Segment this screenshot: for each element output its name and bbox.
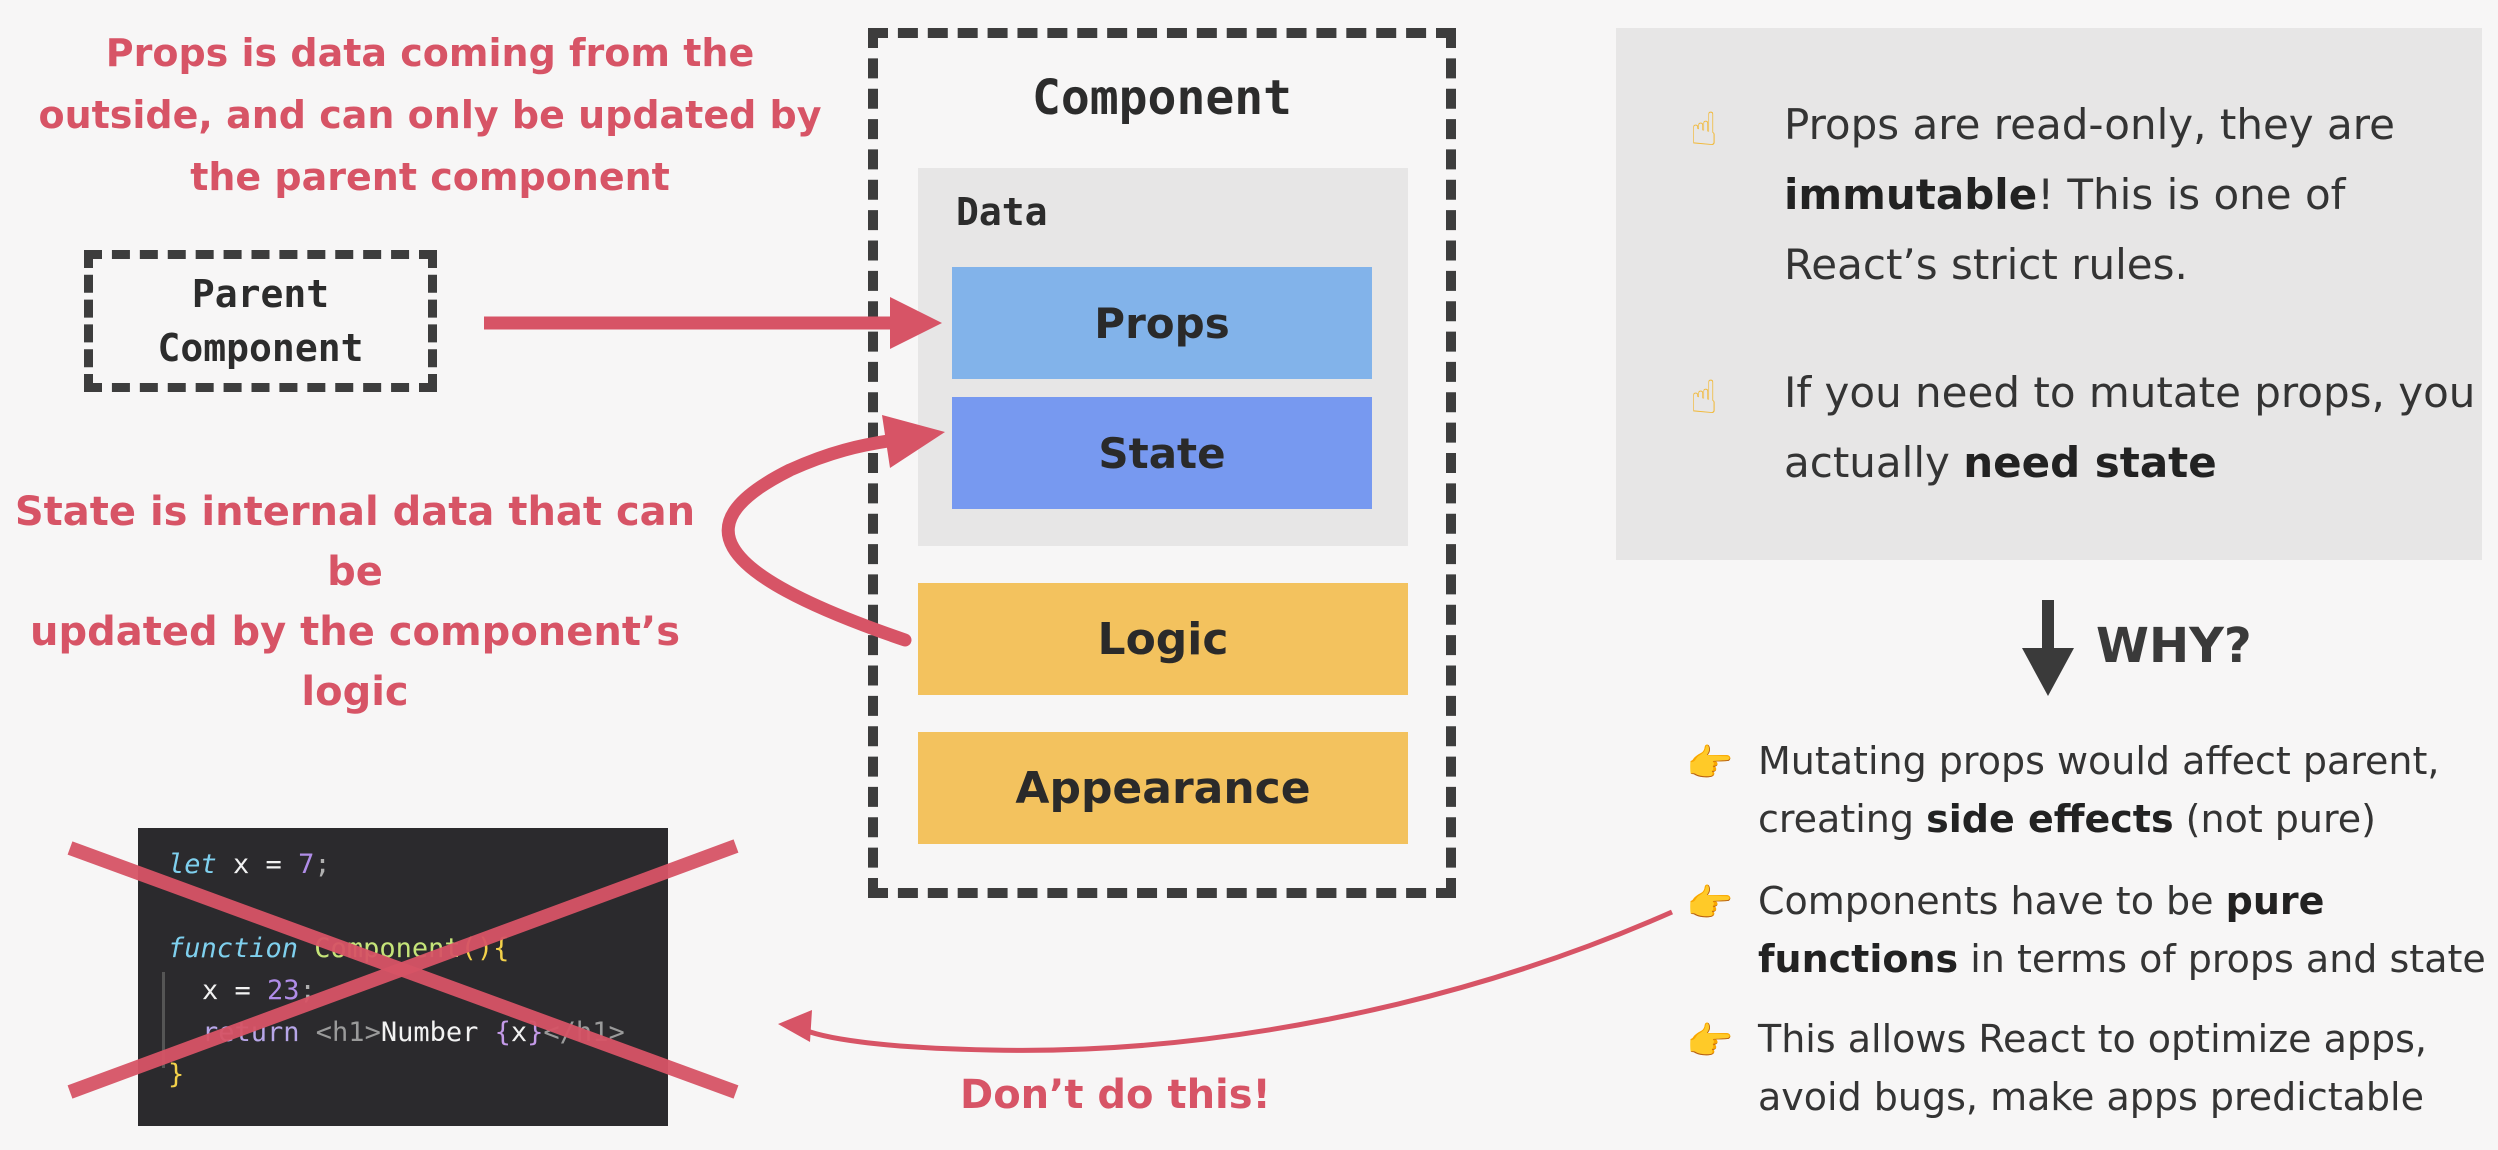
state-block: State: [952, 397, 1372, 509]
props-caption: Props is data coming from the outside, a…: [38, 31, 822, 199]
rules-panel: [1616, 28, 2482, 560]
dont-do-this-caption: Don’t do this!: [960, 1072, 1271, 1118]
appearance-block: Appearance: [918, 732, 1408, 844]
pointing-up-hand-icon: ☝: [1690, 370, 1719, 424]
logic-block: Logic: [918, 583, 1408, 695]
why-down-arrow: [2022, 600, 2074, 696]
component-frame: [868, 28, 1456, 898]
pointing-right-hand-icon: 👉: [1686, 1019, 1734, 1063]
pointing-right-hand-icon: 👉: [1686, 881, 1734, 925]
dont-do-this-arrow: [778, 909, 1674, 1053]
component-title: Component: [1031, 70, 1293, 126]
why-label: WHY?: [2096, 618, 2252, 674]
indent-guide: [162, 972, 165, 1068]
pointing-right-hand-icon: 👉: [1686, 741, 1734, 785]
props-block: Props: [952, 267, 1372, 379]
cross-out-icon: [67, 839, 739, 1099]
state-caption: State is internal data that can be updat…: [14, 489, 696, 715]
code-snippet: let x = 7; function Component(){ x = 23;…: [138, 828, 668, 1126]
pointing-up-hand-icon: ☝: [1690, 102, 1719, 156]
state-loop-arrow: [721, 415, 945, 647]
data-label: Data: [956, 190, 1048, 234]
props-arrow: [484, 297, 942, 349]
